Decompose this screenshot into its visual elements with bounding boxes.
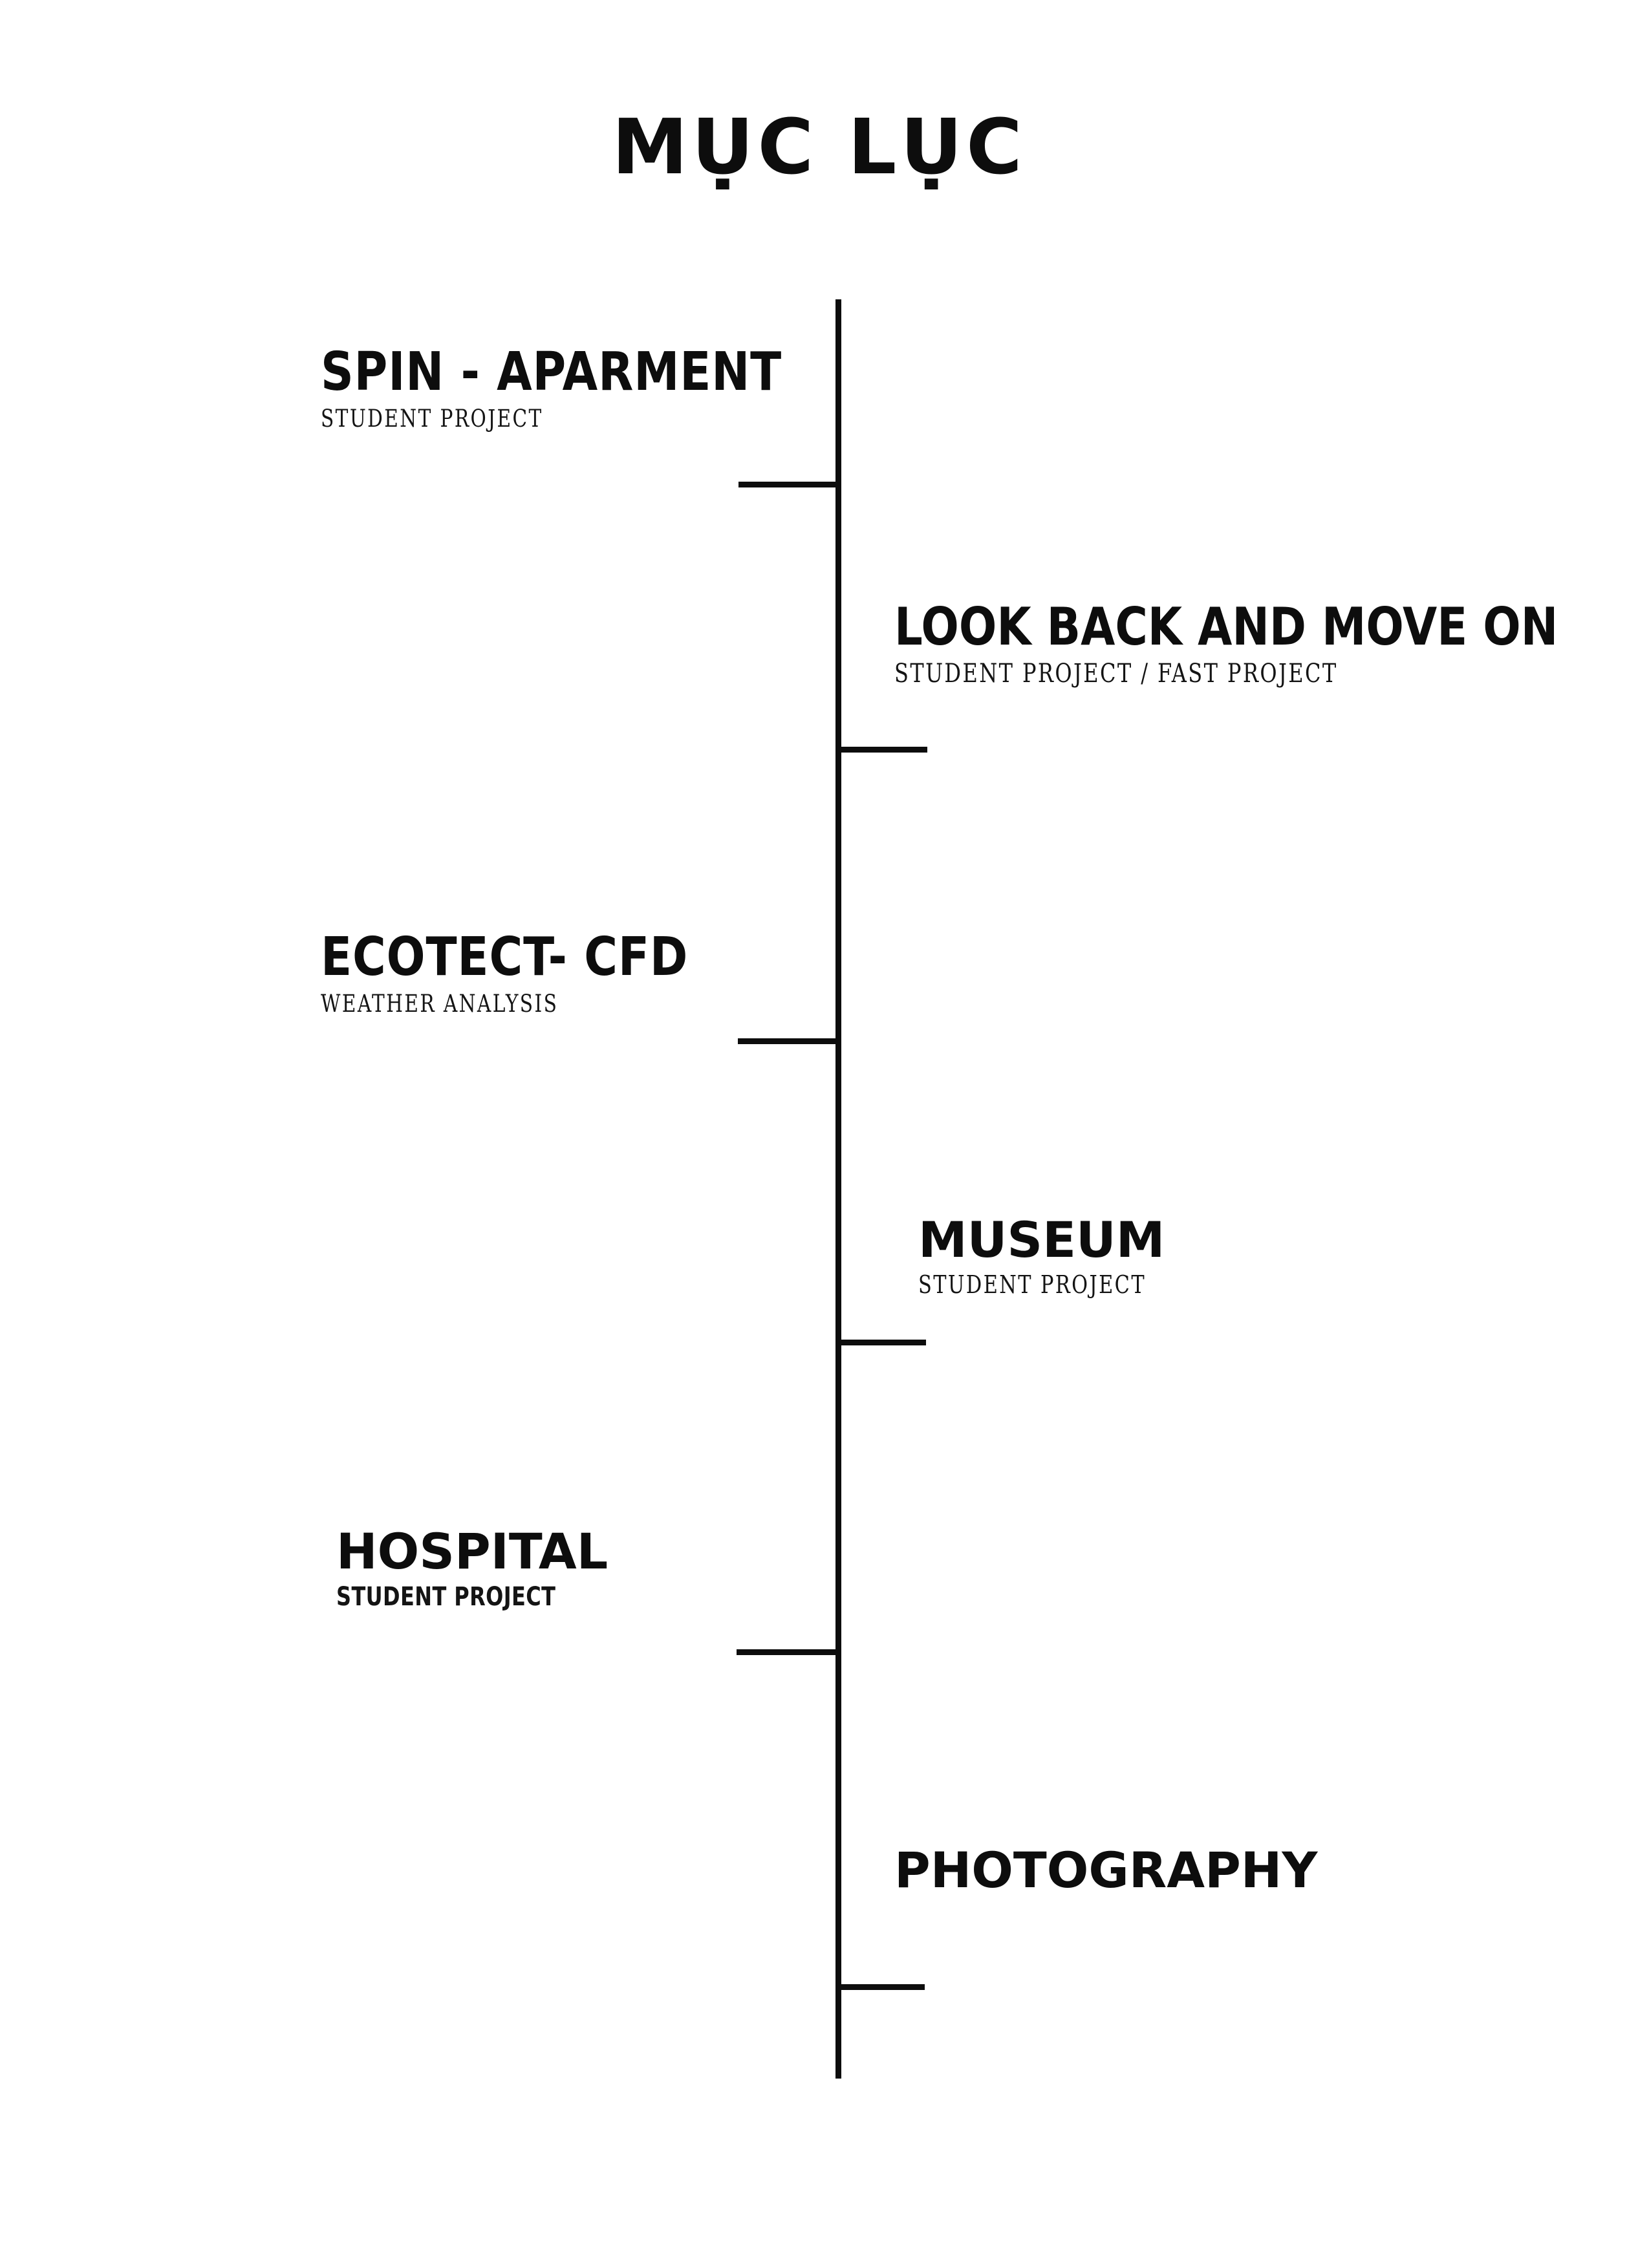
toc-entry-hospital[interactable]: HOSPITAL STUDENT PROJECT — [336, 1527, 610, 1610]
timeline-tick-2 — [835, 747, 927, 753]
toc-entry-subtitle: STUDENT PROJECT — [918, 1270, 1147, 1299]
toc-entry-ecotect-cfd[interactable]: ECOTECT- CFD WEATHER ANALYSIS — [321, 931, 748, 1016]
toc-entry-title: PHOTOGRAPHY — [894, 1841, 1318, 1899]
toc-entry-subtitle: STUDENT PROJECT — [321, 405, 543, 433]
toc-entry-title: MUSEUM — [918, 1211, 1165, 1268]
timeline-tick-6 — [835, 1984, 925, 1990]
page-title: MỤC LỤC — [612, 102, 1026, 191]
toc-entry-photography[interactable]: PHOTOGRAPHY — [894, 1846, 1317, 1895]
toc-entry-subtitle: STUDENT PROJECT — [336, 1582, 556, 1612]
toc-entry-title: ECOTECT- CFD — [321, 926, 689, 988]
timeline-tick-3 — [738, 1038, 839, 1044]
toc-entry-spin-aparment[interactable]: SPIN - APARMENT STUDENT PROJECT — [321, 346, 857, 431]
timeline-tick-5 — [737, 1649, 839, 1655]
toc-entry-title: LOOK BACK AND MOVE ON — [894, 597, 1558, 657]
toc-entry-title: SPIN - APARMENT — [321, 341, 782, 403]
toc-entry-museum[interactable]: MUSEUM STUDENT PROJECT — [918, 1211, 1203, 1299]
timeline-tick-4 — [835, 1340, 926, 1345]
toc-entry-subtitle: STUDENT PROJECT / FAST PROJECT — [894, 659, 1338, 689]
toc-entry-look-back-and-move-on[interactable]: LOOK BACK AND MOVE ON STUDENT PROJECT / … — [894, 601, 1638, 687]
toc-entry-subtitle: WEATHER ANALYSIS — [321, 990, 559, 1018]
timeline-axis — [835, 299, 841, 2079]
timeline-tick-1 — [738, 482, 839, 487]
toc-entry-title: HOSPITAL — [336, 1523, 609, 1580]
